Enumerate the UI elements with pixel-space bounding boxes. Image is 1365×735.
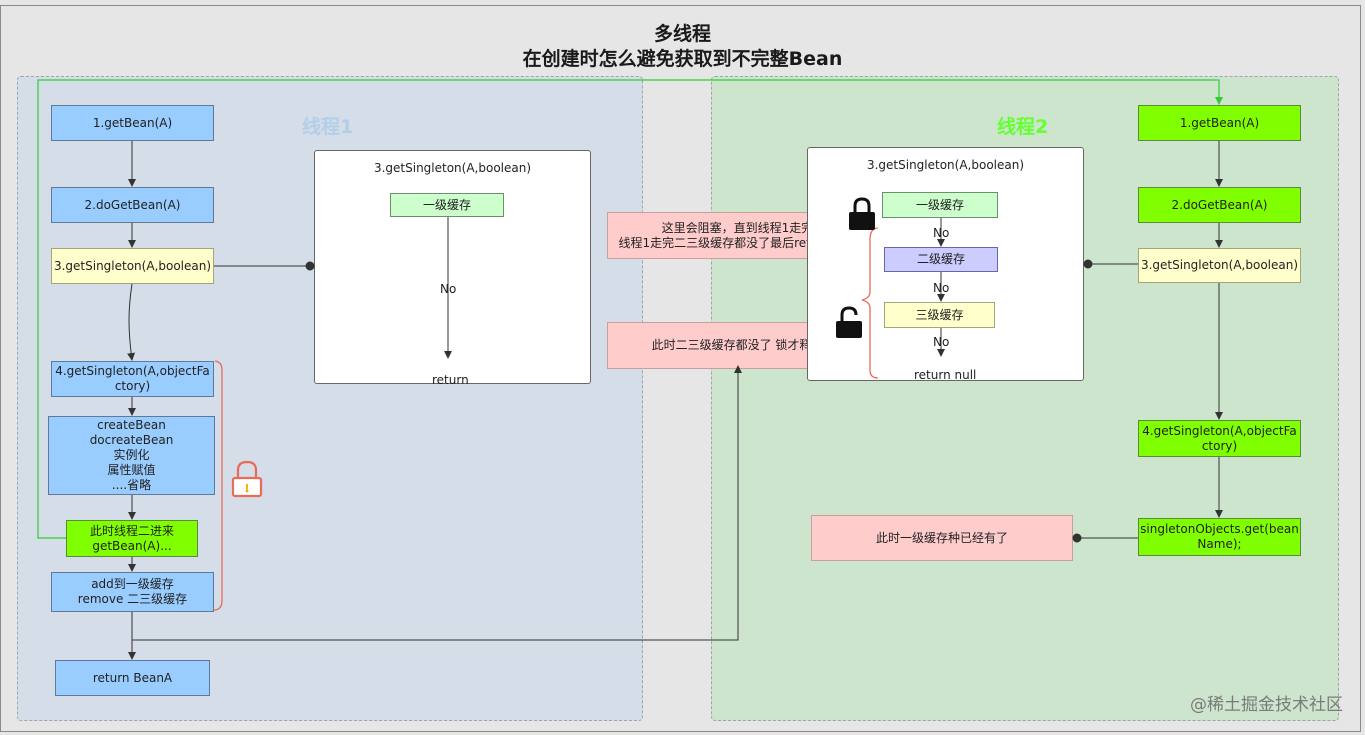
t1-create-line4: 属性赋值 [107, 463, 156, 477]
t2-panel2-dot [1083, 259, 1093, 269]
t1-create-line2: docreateBean [89, 433, 174, 447]
lock-open-icon [836, 306, 862, 338]
note-blocked-line1: 这里会阻塞，直到线程1走完 [661, 220, 814, 235]
t2-dogetbean-box[interactable]: 2.doGetBean(A) [1138, 187, 1301, 223]
t1-to-released-edge [132, 365, 742, 641]
t1-createbean-box[interactable]: createBean docreateBean 实例化 属性赋值 ....省略 [48, 416, 215, 495]
panel2-cache2-box[interactable]: 二级缓存 [884, 247, 998, 272]
t1-create-line3: 实例化 [113, 448, 150, 462]
t1-getsingleton-box[interactable]: 3.getSingleton(A,boolean) [51, 248, 214, 284]
t2-getsingleton-factory-box[interactable]: 4.getSingleton(A,objectFa ctory) [1138, 420, 1301, 457]
t2-getbean-box[interactable]: 1.getBean(A) [1138, 105, 1301, 141]
t1-getsingleton-factory-box[interactable]: 4.getSingleton(A,objectFa ctory) [51, 361, 214, 397]
panel2-cache1-box[interactable]: 一级缓存 [882, 192, 998, 218]
t2-singleton-line1: singletonObjects.get(bean [1140, 522, 1299, 536]
panel1-cache1-box[interactable]: 一级缓存 [390, 193, 504, 217]
thread2-entry-edge [37, 79, 1223, 539]
t1-factory-line2: ctory) [114, 379, 151, 393]
getsingleton-panel-thread1 [314, 150, 591, 384]
t2-singletonobjects-box[interactable]: singletonObjects.get(bean Name); [1138, 518, 1301, 556]
t2-factory-line2: ctory) [1201, 438, 1238, 453]
t2-factory-line1: 4.getSingleton(A,objectFa [1142, 423, 1297, 438]
panel1-title: 3.getSingleton(A,boolean) [373, 161, 532, 175]
t1-panel1-dot [305, 261, 315, 271]
t1-getbean-box[interactable]: 1.getBean(A) [51, 105, 214, 141]
t1-add-line2: remove 二三级缓存 [77, 592, 188, 606]
t1-arrive-line1: 此时线程二进来 [89, 523, 174, 538]
note-cache-has: 此时一级缓存种已经有了 [811, 515, 1073, 561]
t1-add-cache-box[interactable]: add到一级缓存 remove 二三级缓存 [51, 572, 214, 612]
diagram-title-line2: 在创建时怎么避免获取到不完整Bean [522, 48, 843, 70]
t1-lock-bracket [213, 360, 223, 611]
t1-create-line5: ....省略 [111, 478, 152, 492]
t1-edge-3 [127, 283, 136, 361]
t2-getsingleton-box[interactable]: 3.getSingleton(A,boolean) [1138, 248, 1301, 283]
lock-red-icon [231, 460, 263, 498]
lock-closed-icon [849, 197, 875, 230]
t1-create-line1: createBean [97, 418, 166, 432]
t2-note-dot [1072, 533, 1082, 543]
t1-return-bean-box[interactable]: return BeanA [55, 660, 210, 696]
panel1-return-label: return [432, 373, 469, 387]
note-blocked-line2: 线程1走完二三级缓存都没了最后return null [618, 235, 857, 250]
thread1-label: 线程1 [302, 116, 354, 138]
panel2-return-null-label: return null [914, 368, 977, 382]
diagram-title-line1: 多线程 [653, 23, 711, 45]
panel2-lock-bracket [861, 227, 879, 379]
watermark: @稀土掘金技术社区 [1190, 695, 1343, 715]
thread2-label: 线程2 [997, 116, 1049, 138]
outer-frame [0, 5, 1361, 732]
panel2-cache3-box[interactable]: 三级缓存 [884, 302, 995, 328]
t1-dogetbean-box[interactable]: 2.doGetBean(A) [51, 187, 214, 223]
panel2-title: 3.getSingleton(A,boolean) [866, 158, 1025, 172]
t2-singleton-line2: Name); [1197, 537, 1242, 551]
t1-add-line1: add到一级缓存 [91, 577, 174, 591]
t1-factory-line1: 4.getSingleton(A,objectFa [55, 364, 210, 378]
t1-thread2-arrive-box[interactable]: 此时线程二进来 getBean(A)... [66, 520, 198, 557]
t1-arrive-line2: getBean(A)... [92, 538, 172, 553]
